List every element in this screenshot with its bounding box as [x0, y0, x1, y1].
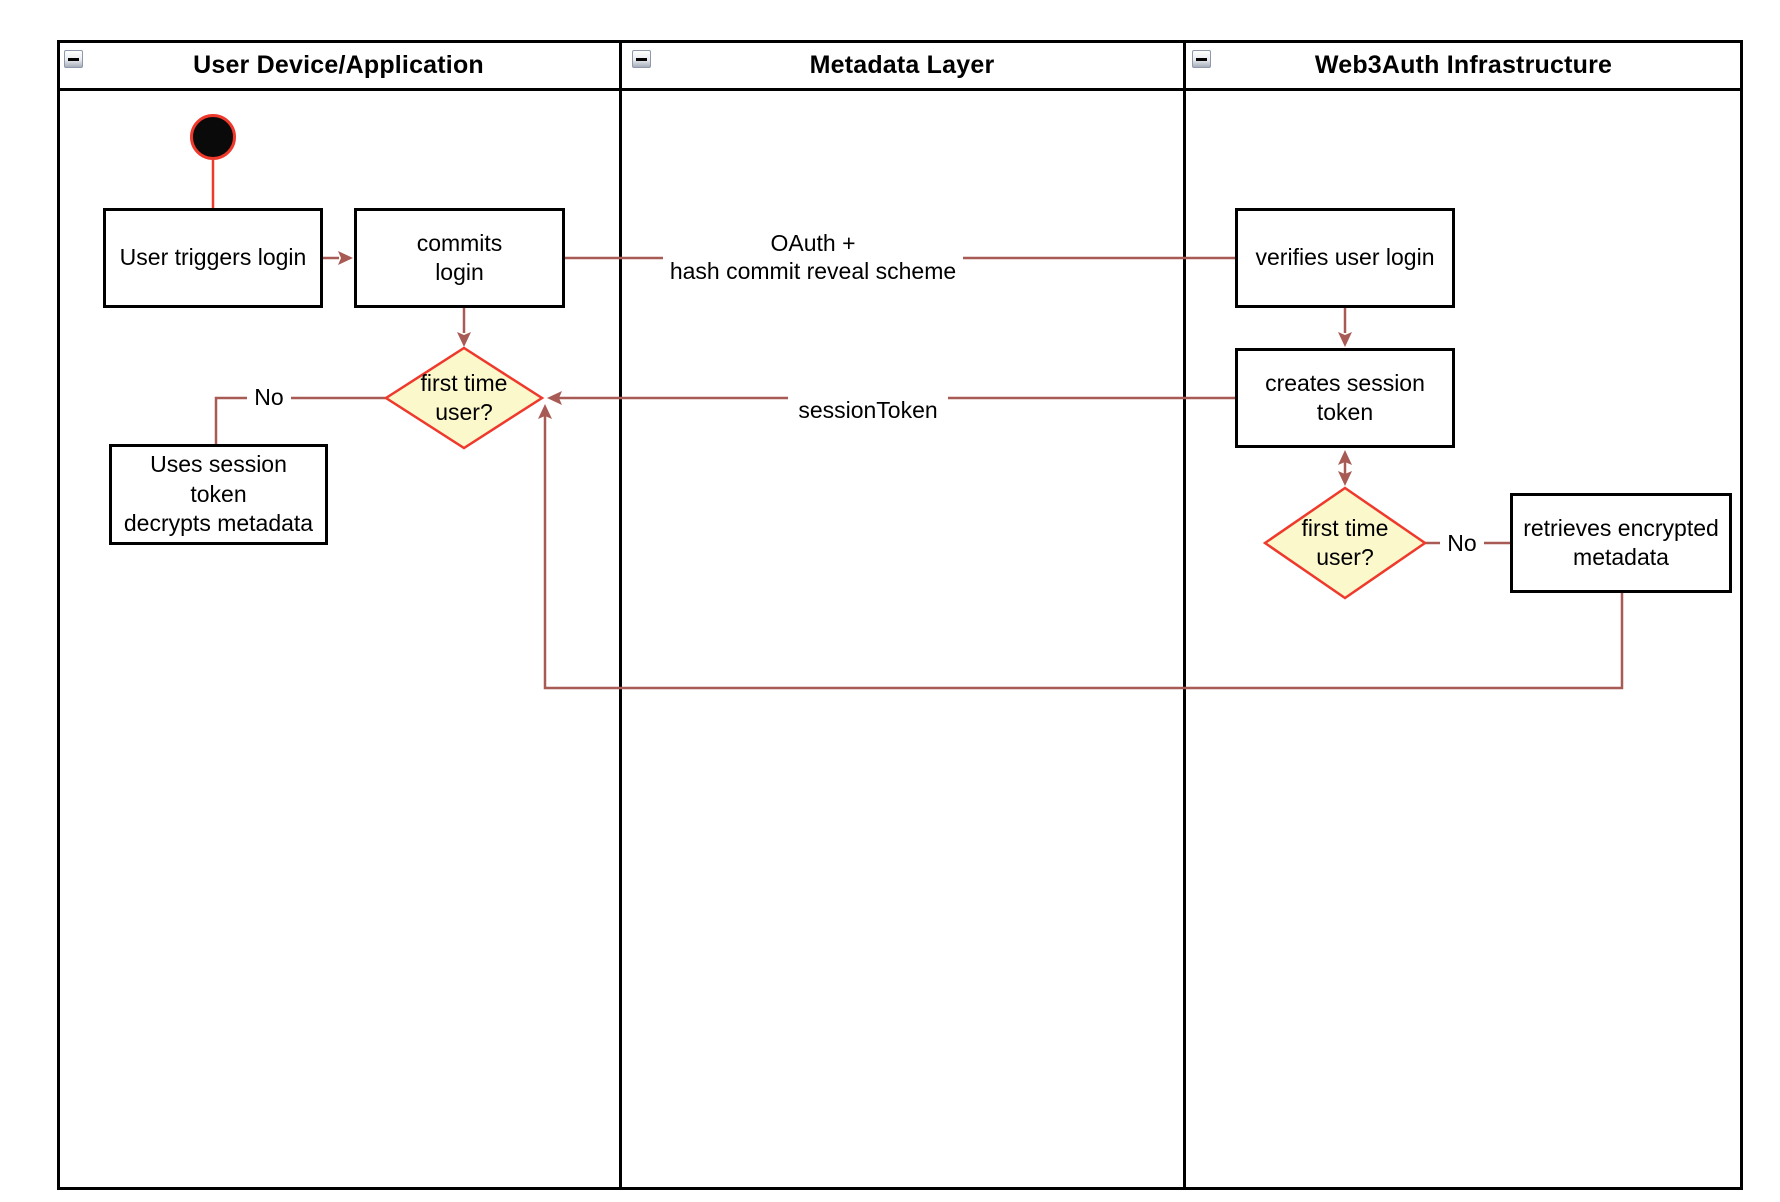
lane-title-web3auth-infrastructure: Web3Auth Infrastructure: [1314, 50, 1613, 79]
collapse-lane1-button[interactable]: [64, 50, 83, 68]
collapse-lane3-button[interactable]: [1192, 50, 1211, 68]
lane-divider-1: [619, 40, 622, 1190]
node-user-triggers-login[interactable]: User triggers login: [103, 208, 323, 308]
minus-icon: [636, 57, 647, 61]
edge-label-session-token: sessionToken: [788, 397, 948, 424]
edge-label-no-1: No: [247, 384, 291, 412]
node-verifies-user-login[interactable]: verifies user login: [1235, 208, 1455, 308]
edge-label-no-2: No: [1440, 530, 1484, 558]
collapse-lane2-button[interactable]: [632, 50, 651, 68]
lane-header-divider: [57, 88, 1743, 91]
decision-label-first-time-user-1: first time user?: [420, 370, 508, 425]
lane-title-metadata-layer: Metadata Layer: [809, 50, 995, 79]
decision-label-first-time-user-2: first time user?: [1301, 515, 1389, 570]
lane-divider-2: [1183, 40, 1186, 1190]
start-node[interactable]: [190, 114, 236, 160]
node-retrieves-encrypted-metadata[interactable]: retrieves encrypted metadata: [1510, 493, 1732, 593]
minus-icon: [1196, 57, 1207, 61]
minus-icon: [68, 57, 79, 61]
node-uses-session-token[interactable]: Uses session token decrypts metadata: [109, 444, 328, 545]
lane-title-user-device: User Device/Application: [193, 50, 484, 79]
node-creates-session-token[interactable]: creates session token: [1235, 348, 1455, 448]
edge-label-oauth: OAuth + hash commit reveal scheme: [663, 229, 963, 287]
node-commits-login[interactable]: commits login: [354, 208, 565, 308]
